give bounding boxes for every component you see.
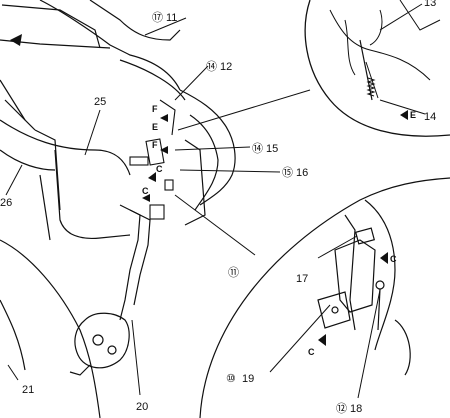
callout-11: 11: [166, 12, 177, 24]
callout-12: 12: [220, 61, 232, 73]
hinge-linkage: [69, 204, 151, 376]
arrow-icon: [318, 334, 326, 346]
center-brackets: [129, 99, 176, 220]
letter-e-2: E: [410, 110, 416, 120]
detail-view-mark: ⑪: [228, 266, 239, 279]
callout-16-mark: ⑮: [282, 166, 293, 179]
callout-16: 16: [296, 167, 308, 179]
arrow-icon: [10, 34, 22, 46]
leader-lines: [5, 3, 426, 399]
arrow-icon: [148, 172, 156, 182]
spring-coil: [366, 77, 376, 97]
arrow-icon: [380, 252, 388, 264]
callout-17: 17: [296, 273, 308, 285]
callout-13: 13: [424, 0, 436, 9]
letter-f-2: F: [152, 140, 158, 150]
callout-11-mark: ⑰: [152, 11, 163, 24]
arrow-icon: [160, 146, 168, 154]
letter-c-1: C: [156, 164, 163, 174]
callout-12-mark: ⑭: [206, 60, 217, 73]
direction-letters: F E F C C E C C: [142, 104, 416, 357]
letter-c-4: C: [308, 347, 315, 357]
body-panel: [0, 89, 236, 418]
direction-arrows: [10, 34, 408, 346]
arrow-icon: [160, 114, 168, 122]
callout-18-mark: ⑫: [336, 402, 347, 415]
callout-15-mark: ⑭: [252, 142, 263, 155]
arrow-icon: [400, 110, 408, 120]
arrow-icon: [142, 194, 150, 202]
letter-e-1: E: [152, 122, 158, 132]
callout-18: 18: [350, 403, 362, 415]
callout-21: 21: [22, 384, 34, 396]
callout-14: 14: [424, 111, 436, 123]
callout-25: 25: [94, 96, 106, 108]
callout-26: 26: [0, 197, 12, 209]
part-labels: ⑰ 11 ⑭ 12 13 14 ⑭ 15 ⑮ 16 17 ⑫ 18 ⑩ 19 2…: [0, 0, 436, 415]
detail-view-bottom: [199, 177, 450, 418]
callout-15: 15: [266, 143, 278, 155]
callout-19-mark: ⑩: [226, 373, 236, 385]
letter-c-2: C: [142, 186, 149, 196]
callout-20: 20: [136, 401, 148, 413]
letter-c-3: C: [390, 254, 397, 264]
support-rod: [0, 79, 61, 211]
detail-view-top: [304, 0, 450, 137]
letter-f-1: F: [152, 104, 158, 114]
callout-19: 19: [242, 373, 254, 385]
